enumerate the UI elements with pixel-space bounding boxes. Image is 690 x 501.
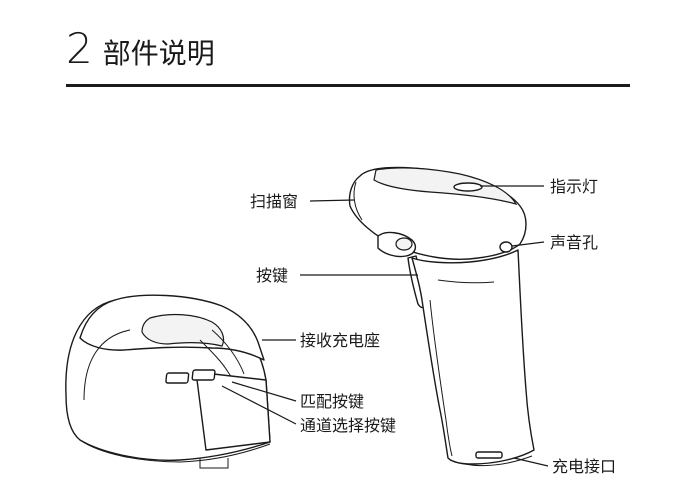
charging-cradle-drawing <box>65 294 271 469</box>
section-header: 2 部件说明 <box>66 28 215 70</box>
label-scan-window: 扫描窗 <box>250 192 298 211</box>
leader-lines <box>221 185 549 467</box>
scanner-drawing <box>348 166 535 467</box>
label-charge-port: 充电接口 <box>552 457 616 476</box>
label-channel-button: 通道选择按键 <box>300 416 396 435</box>
label-speaker-hole: 声音孔 <box>550 233 598 252</box>
section-title: 部件说明 <box>102 37 215 70</box>
label-indicator: 指示灯 <box>550 177 598 196</box>
label-charging-cradle: 接收充电座 <box>300 331 380 350</box>
section-number: 2 <box>66 24 93 73</box>
label-trigger-button: 按键 <box>256 266 288 285</box>
label-pair-button: 匹配按键 <box>300 392 364 411</box>
header-rule <box>66 84 630 87</box>
